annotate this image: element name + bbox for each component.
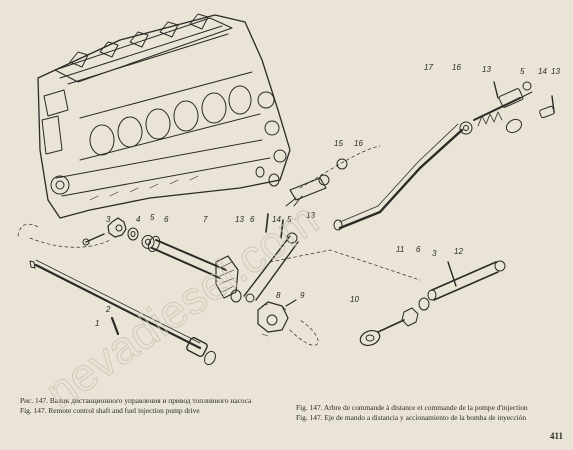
bevel-gear-assembly-drawing	[257, 299, 297, 337]
curved-link-rod-drawing	[333, 121, 473, 231]
label-16b: 16	[354, 139, 363, 148]
label-9: 9	[300, 291, 305, 300]
caption-right: Fig. 147. Arbre de commande à distance e…	[296, 403, 528, 422]
label-15: 15	[334, 139, 343, 148]
lever-drawing	[243, 213, 299, 303]
label-3b: 3	[432, 249, 437, 258]
diagram-svg: 17 16 13 5 14 13 15 16 14 5 13 7 13 6 3 …	[17, 13, 560, 366]
label-7: 7	[203, 215, 208, 224]
rod-end-upper-right-drawing	[473, 81, 555, 134]
label-14b: 14	[272, 215, 281, 224]
assembly-lines	[17, 145, 421, 346]
label-4: 4	[136, 215, 141, 224]
page-number: 411	[549, 431, 563, 441]
pin-drawing	[110, 316, 120, 336]
label-5a: 5	[520, 67, 525, 76]
caption-left: Рис. 147. Валик дистанционного управлени…	[20, 396, 251, 415]
label-13a: 13	[482, 65, 491, 74]
bevel-drive-shaft-drawing	[147, 235, 242, 303]
gear-washers-left-drawing	[107, 217, 155, 249]
label-8: 8	[276, 291, 281, 300]
label-12: 12	[454, 247, 463, 256]
engine-block-drawing	[37, 13, 291, 219]
pump-linkage-lower-right-drawing	[359, 260, 506, 347]
label-6a: 6	[250, 215, 255, 224]
label-13b: 13	[551, 67, 560, 76]
clamp-fork-middle-drawing	[255, 158, 348, 207]
label-6c: 6	[416, 245, 421, 254]
label-11: 11	[396, 245, 404, 254]
label-13c: 13	[306, 211, 315, 220]
caption-en: Fig. 147. Remote control shaft and fuel …	[20, 405, 200, 415]
exploded-diagram: 17 16 13 5 14 13 15 16 14 5 13 7 13 6 3 …	[17, 13, 560, 366]
caption-fr: Fig. 147. Arbre de commande à distance e…	[296, 403, 528, 412]
remote-shaft-drawing	[29, 259, 216, 366]
label-16: 16	[452, 63, 461, 72]
caption-ru: Рис. 147. Валик дистанционного управлени…	[20, 396, 252, 405]
caption-es: Fig. 147. Eje de mando a distancia y acc…	[296, 412, 527, 422]
label-1: 1	[95, 319, 99, 328]
label-5b: 5	[287, 215, 292, 224]
label-3a: 3	[106, 215, 111, 224]
part-labels: 17 16 13 5 14 13 15 16 14 5 13 7 13 6 3 …	[95, 63, 560, 328]
label-5c: 5	[150, 213, 155, 222]
label-13d: 13	[235, 215, 244, 224]
label-2: 2	[105, 305, 111, 314]
label-14a: 14	[538, 67, 547, 76]
label-6b: 6	[164, 215, 169, 224]
label-17: 17	[424, 63, 433, 72]
bolt-left-drawing	[82, 233, 105, 246]
label-10: 10	[350, 295, 359, 304]
